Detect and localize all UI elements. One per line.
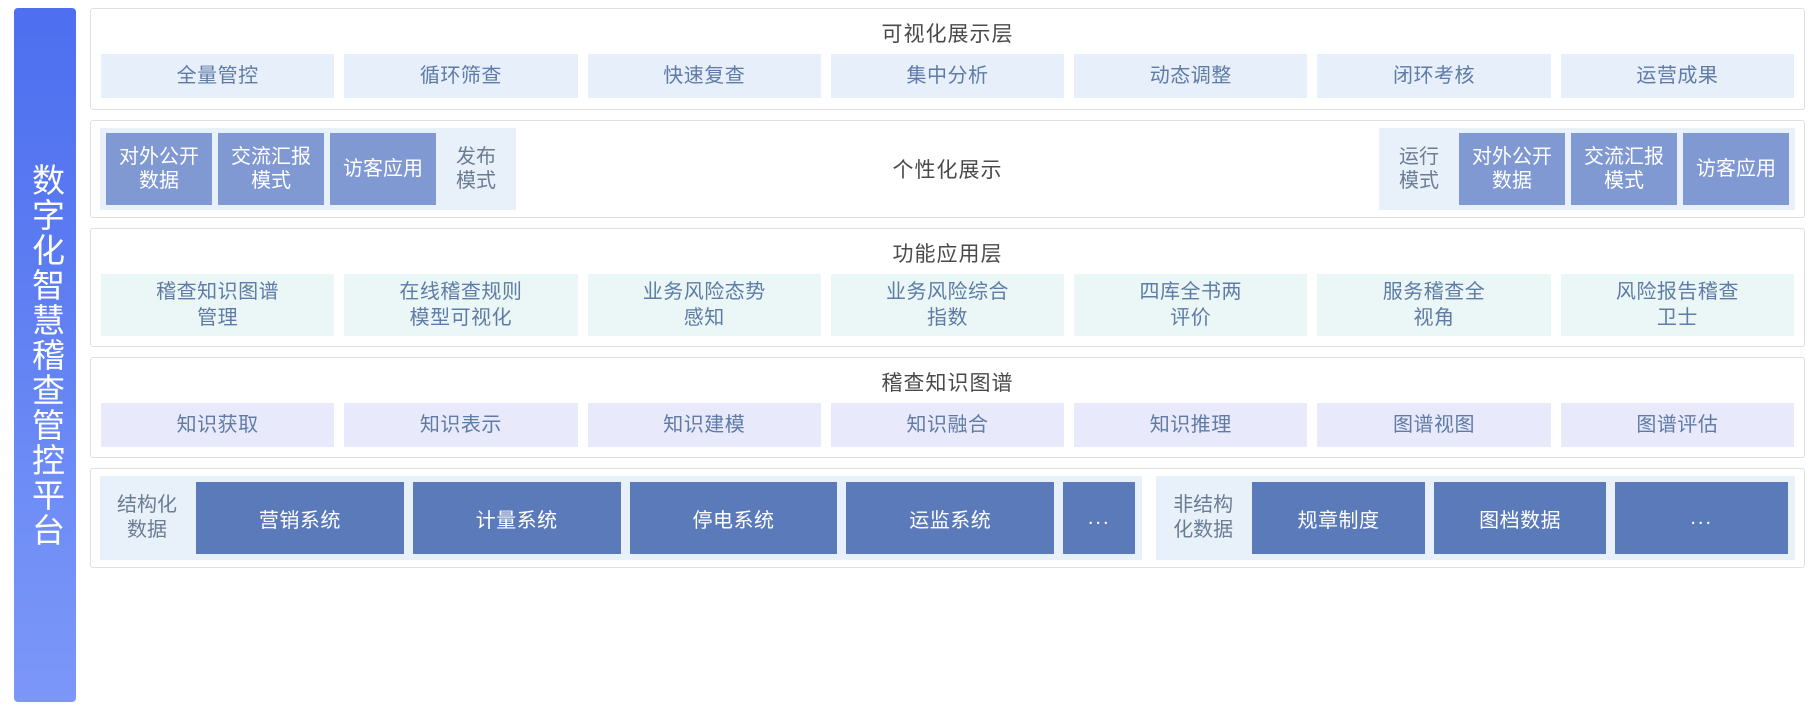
data-box-archive-data[interactable]: 图档数据 bbox=[1433, 482, 1607, 554]
layer-visualization-items: 全量管控 循环筛查 快速复查 集中分析 动态调整 闭环考核 运营成果 bbox=[91, 54, 1804, 109]
chip-visualization[interactable]: 循环筛查 bbox=[344, 54, 578, 98]
layer-function-items: 稽查知识图谱 管理 在线稽查规则 模型可视化 业务风险态势 感知 业务风险综合 … bbox=[91, 274, 1804, 346]
layer-knowledge-graph-title: 稽查知识图谱 bbox=[881, 372, 1014, 395]
chip-visualization[interactable]: 集中分析 bbox=[830, 54, 1065, 98]
chip-knowledge[interactable]: 知识表示 bbox=[344, 403, 578, 447]
layer-visualization: 可视化展示层 全量管控 循环筛查 快速复查 集中分析 动态调整 闭环考核 运营成… bbox=[90, 8, 1805, 110]
data-box-metering-system[interactable]: 计量系统 bbox=[412, 482, 621, 554]
layer-knowledge-graph-items: 知识获取 知识表示 知识建模 知识融合 知识推理 图谱视图 图谱评估 bbox=[91, 403, 1804, 457]
data-box-outage-system[interactable]: 停电系统 bbox=[629, 482, 838, 554]
chip-knowledge[interactable]: 图谱视图 bbox=[1317, 403, 1551, 447]
chip-function[interactable]: 业务风险态势 感知 bbox=[587, 274, 821, 336]
data-box-regulations[interactable]: 规章制度 bbox=[1252, 482, 1425, 554]
layer-visualization-title: 可视化展示层 bbox=[881, 23, 1014, 46]
mode-box-public-data[interactable]: 对外公开 数据 bbox=[106, 133, 212, 205]
chip-function[interactable]: 服务稽查全 视角 bbox=[1317, 274, 1551, 336]
chip-visualization[interactable]: 闭环考核 bbox=[1317, 54, 1551, 98]
platform-title: 数字化智慧稽查管控平台 bbox=[27, 162, 65, 548]
chip-function[interactable]: 四库全书两 评价 bbox=[1074, 274, 1308, 336]
chip-visualization[interactable]: 快速复查 bbox=[587, 54, 821, 98]
chip-knowledge[interactable]: 知识融合 bbox=[830, 403, 1065, 447]
chip-function[interactable]: 业务风险综合 指数 bbox=[830, 274, 1065, 336]
layer-stack: 可视化展示层 全量管控 循环筛查 快速复查 集中分析 动态调整 闭环考核 运营成… bbox=[90, 8, 1805, 702]
layer-modes: 对外公开 数据 交流汇报 模式 访客应用 发布 模式 个性化展示 运行 模式 对… bbox=[90, 120, 1805, 218]
data-box-marketing-system[interactable]: 营销系统 bbox=[196, 482, 404, 554]
data-box-more-unstructured[interactable]: ... bbox=[1615, 482, 1789, 554]
chip-function[interactable]: 稽查知识图谱 管理 bbox=[101, 274, 335, 336]
modes-group-right: 运行 模式 对外公开 数据 交流汇报 模式 访客应用 bbox=[1379, 128, 1795, 210]
chip-function[interactable]: 在线稽查规则 模型可视化 bbox=[344, 274, 578, 336]
chip-visualization[interactable]: 运营成果 bbox=[1560, 54, 1794, 98]
chip-knowledge[interactable]: 知识建模 bbox=[587, 403, 821, 447]
platform-title-bar: 数字化智慧稽查管控平台 bbox=[14, 8, 76, 702]
data-box-more-structured[interactable]: ... bbox=[1063, 482, 1136, 554]
layer-knowledge-graph: 稽查知识图谱 知识获取 知识表示 知识建模 知识融合 知识推理 图谱视图 图谱评… bbox=[90, 357, 1805, 458]
data-group-structured: 结构化 数据 营销系统 计量系统 停电系统 运监系统 ... bbox=[100, 476, 1143, 560]
layer-function: 功能应用层 稽查知识图谱 管理 在线稽查规则 模型可视化 业务风险态势 感知 业… bbox=[90, 228, 1805, 347]
chip-knowledge[interactable]: 知识获取 bbox=[101, 403, 335, 447]
mode-label-publish-mode: 发布 模式 bbox=[456, 145, 496, 192]
modes-group-left: 对外公开 数据 交流汇报 模式 访客应用 发布 模式 bbox=[100, 128, 516, 210]
mode-box-public-data[interactable]: 对外公开 数据 bbox=[1459, 133, 1565, 205]
mode-box-report-mode[interactable]: 交流汇报 模式 bbox=[218, 133, 324, 205]
mode-box-visitor-app[interactable]: 访客应用 bbox=[330, 133, 436, 205]
mode-label-running-mode: 运行 模式 bbox=[1399, 145, 1439, 192]
layer-data-sources: 结构化 数据 营销系统 计量系统 停电系统 运监系统 ... 非结构 化数据 规… bbox=[90, 468, 1805, 568]
mode-box-report-mode[interactable]: 交流汇报 模式 bbox=[1571, 133, 1677, 205]
data-group-unstructured-label: 非结构 化数据 bbox=[1173, 494, 1234, 541]
mode-box-visitor-app[interactable]: 访客应用 bbox=[1683, 133, 1789, 205]
layer-function-title: 功能应用层 bbox=[892, 243, 1003, 266]
chip-function[interactable]: 风险报告稽查 卫士 bbox=[1560, 274, 1794, 336]
chip-knowledge[interactable]: 知识推理 bbox=[1074, 403, 1308, 447]
data-group-unstructured: 非结构 化数据 规章制度 图档数据 ... bbox=[1156, 476, 1795, 560]
data-group-structured-label: 结构化 数据 bbox=[117, 494, 177, 541]
chip-knowledge[interactable]: 图谱评估 bbox=[1560, 403, 1794, 447]
data-box-monitoring-system[interactable]: 运监系统 bbox=[846, 482, 1055, 554]
modes-center-label: 个性化展示 bbox=[516, 128, 1379, 210]
chip-visualization[interactable]: 全量管控 bbox=[101, 54, 335, 98]
chip-visualization[interactable]: 动态调整 bbox=[1074, 54, 1308, 98]
